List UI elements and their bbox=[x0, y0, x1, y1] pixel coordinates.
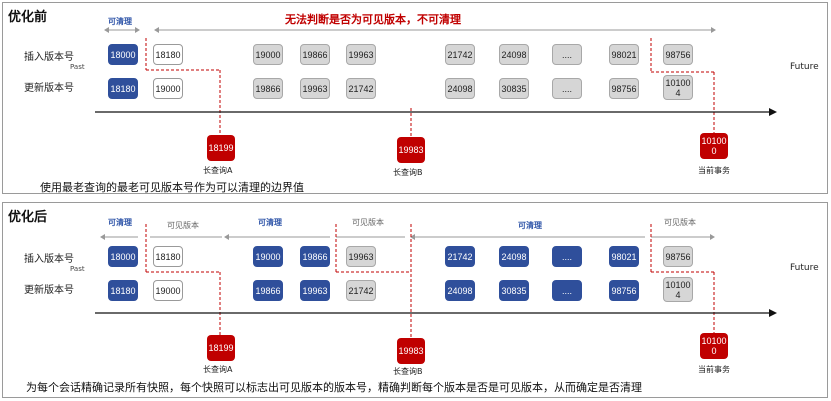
version-box: 19866 bbox=[253, 280, 283, 301]
version-box: 19000 bbox=[153, 78, 183, 99]
version-box: 18000 bbox=[108, 44, 138, 65]
after-past: Past bbox=[70, 265, 85, 273]
version-box: 19963 bbox=[300, 78, 330, 99]
current-txn-marker: 10100 0 bbox=[700, 333, 728, 359]
version-box: .... bbox=[552, 280, 582, 301]
after-row-insert: 插入版本号 bbox=[24, 254, 74, 265]
query-marker: 18199 bbox=[207, 335, 235, 361]
version-box: 19866 bbox=[253, 78, 283, 99]
after-note: 为每个会话精确记录所有快照，每个快照可以标志出可见版本的版本号，精确判断每个版本… bbox=[26, 381, 642, 394]
version-box: 98021 bbox=[609, 44, 639, 65]
before-title: 优化前 bbox=[8, 10, 48, 25]
after-title: 优化后 bbox=[8, 210, 48, 225]
version-box: 98756 bbox=[609, 78, 639, 99]
version-box: 10100 4 bbox=[663, 277, 693, 302]
query-caption: 长查询B bbox=[393, 168, 423, 177]
query-caption: 长查询A bbox=[203, 365, 233, 374]
query-caption: 长查询A bbox=[203, 166, 233, 175]
version-box: 98756 bbox=[663, 44, 693, 65]
version-box: .... bbox=[552, 78, 582, 99]
before-future: Future bbox=[790, 62, 819, 72]
version-box: 21742 bbox=[346, 280, 376, 301]
query-caption: 当前事务 bbox=[698, 365, 730, 374]
after-span-visible: 可见版本 bbox=[167, 221, 199, 230]
version-box: 30835 bbox=[499, 78, 529, 99]
version-box: 19000 bbox=[153, 280, 183, 301]
version-box: 30835 bbox=[499, 280, 529, 301]
before-warning: 无法判断是否为可见版本，不可清理 bbox=[285, 13, 461, 26]
before-row-insert: 插入版本号 bbox=[24, 52, 74, 63]
version-box: 21742 bbox=[445, 246, 475, 267]
version-box: 98756 bbox=[663, 246, 693, 267]
after-span-clean: 可清理 bbox=[518, 221, 542, 230]
version-box: 19866 bbox=[300, 44, 330, 65]
version-box: 18180 bbox=[153, 44, 183, 65]
version-box: 18180 bbox=[108, 78, 138, 99]
version-box: 24098 bbox=[445, 280, 475, 301]
version-box: 98021 bbox=[609, 246, 639, 267]
version-box: 19000 bbox=[253, 246, 283, 267]
version-box: 98756 bbox=[609, 280, 639, 301]
version-box: 24098 bbox=[445, 78, 475, 99]
version-box: .... bbox=[552, 44, 582, 65]
query-marker: 19983 bbox=[397, 137, 425, 163]
current-txn-marker: 10100 0 bbox=[700, 133, 728, 159]
after-span-clean: 可清理 bbox=[258, 218, 282, 227]
version-box: 19963 bbox=[346, 44, 376, 65]
before-row-update: 更新版本号 bbox=[24, 83, 74, 94]
before-clean-label: 可清理 bbox=[108, 17, 132, 26]
version-box: 18180 bbox=[108, 280, 138, 301]
version-box: 19963 bbox=[346, 246, 376, 267]
after-future: Future bbox=[790, 263, 819, 273]
version-box: 10100 4 bbox=[663, 75, 693, 100]
version-box: .... bbox=[552, 246, 582, 267]
version-box: 18000 bbox=[108, 246, 138, 267]
query-caption: 当前事务 bbox=[698, 166, 730, 175]
after-span-visible: 可见版本 bbox=[352, 218, 384, 227]
after-row-update: 更新版本号 bbox=[24, 285, 74, 296]
before-past: Past bbox=[70, 63, 85, 71]
version-box: 21742 bbox=[346, 78, 376, 99]
version-box: 19963 bbox=[300, 280, 330, 301]
query-marker: 18199 bbox=[207, 135, 235, 161]
version-box: 19866 bbox=[300, 246, 330, 267]
version-box: 21742 bbox=[445, 44, 475, 65]
after-span-visible: 可见版本 bbox=[664, 218, 696, 227]
query-marker: 19983 bbox=[397, 338, 425, 364]
version-box: 24098 bbox=[499, 44, 529, 65]
version-box: 24098 bbox=[499, 246, 529, 267]
before-note: 使用最老查询的最老可见版本号作为可以清理的边界值 bbox=[40, 181, 304, 194]
query-caption: 长查询B bbox=[393, 367, 423, 376]
after-span-clean: 可清理 bbox=[108, 218, 132, 227]
version-box: 19000 bbox=[253, 44, 283, 65]
version-box: 18180 bbox=[153, 246, 183, 267]
